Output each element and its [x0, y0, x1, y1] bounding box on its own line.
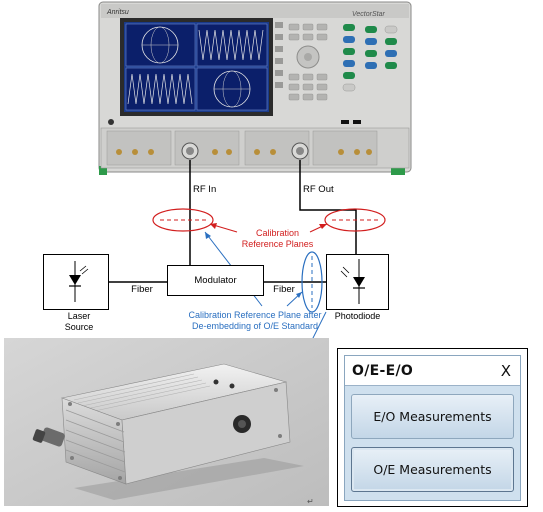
laser-source-label: Laser Source — [64, 311, 94, 332]
measurement-setup-diagram — [108, 160, 386, 340]
eo-measurements-button[interactable]: E/O Measurements — [351, 394, 514, 439]
brand-label: Anritsu — [106, 9, 129, 16]
rf-out-label: RF Out — [303, 184, 334, 195]
deembed-plane-ellipse — [301, 251, 323, 313]
laser-diode-icon — [69, 261, 89, 302]
oe-eo-dialog: O/E-E/O X E/O Measurements O/E Measureme… — [344, 355, 521, 501]
photodiode-label: Photodiode — [334, 311, 381, 321]
fiber-label-left: Fiber — [131, 284, 153, 295]
model-label: VectorStar — [352, 11, 385, 18]
rf-out-cable — [299, 160, 357, 256]
vector-network-analyzer: Anritsu VectorStar — [98, 1, 412, 175]
cal-plane-ellipse-left — [152, 208, 214, 232]
calibration-planes-label: Calibration Reference Planes — [241, 228, 314, 249]
deembed-plane-label: Calibration Reference Plane after De-emb… — [188, 310, 322, 331]
fiber-label-right: Fiber — [273, 284, 295, 295]
oe-measurements-button[interactable]: O/E Measurements — [351, 447, 514, 492]
oe-standard-photo — [4, 338, 329, 506]
modulator-box — [167, 265, 264, 296]
dialog-title-bar: O/E-E/O X — [345, 356, 520, 386]
photodiode-icon — [340, 259, 365, 304]
cal-plane-ellipse-right — [324, 208, 386, 232]
laser-source-box — [43, 254, 109, 310]
rf-in-label: RF In — [193, 184, 217, 195]
dialog-title: O/E-E/O — [352, 363, 414, 379]
paragraph-mark-icon: ↵ — [307, 497, 314, 506]
close-button[interactable]: X — [500, 362, 511, 380]
modulator-label: Modulator — [194, 275, 237, 286]
photodiode-box — [326, 254, 389, 310]
